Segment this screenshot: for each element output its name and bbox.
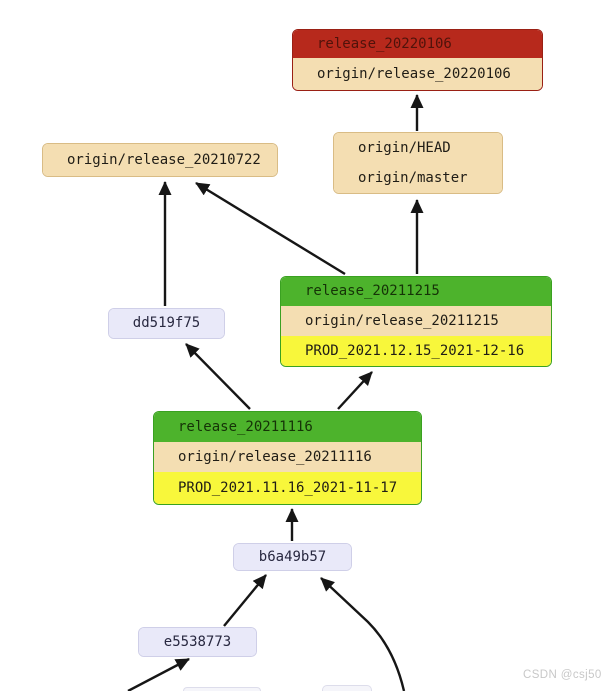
- partial-commit-node-1[interactable]: [183, 687, 261, 691]
- commit-hash-label[interactable]: e5538773: [139, 628, 256, 656]
- edge-arrow-offscreen-left-to-e5538773: [127, 657, 190, 691]
- node-origin-release-20210722[interactable]: origin/release_20210722: [42, 143, 278, 177]
- node-commit-dd519f75[interactable]: dd519f75: [108, 308, 225, 339]
- head-branch-ref-label[interactable]: release_20220106: [293, 30, 542, 58]
- partial-commit-node-2[interactable]: [322, 685, 372, 691]
- edge-arrow-release-20211215-to-origin-release-20210722: [195, 181, 346, 276]
- remote-ref-label[interactable]: origin/release_20211215: [281, 306, 551, 336]
- branch-ref-label[interactable]: release_20211116: [154, 412, 421, 442]
- tag-ref-label[interactable]: PROD_2021.11.16_2021-11-17: [154, 472, 421, 504]
- edge-arrow-e5538773-to-b6a49b57: [223, 574, 267, 627]
- watermark-text: CSDN @csj50: [523, 669, 601, 681]
- edge-arrow-release-20211116-to-dd519f75: [185, 343, 251, 410]
- remote-ref-label[interactable]: origin/release_20210722: [43, 144, 277, 176]
- edge-arrow-offscreen-right-to-b6a49b57: [320, 577, 406, 691]
- node-commit-b6a49b57[interactable]: b6a49b57: [233, 543, 352, 571]
- remote-ref-label[interactable]: origin/master: [334, 163, 502, 193]
- commit-hash-label[interactable]: dd519f75: [109, 309, 224, 338]
- commit-hash-label[interactable]: b6a49b57: [234, 544, 351, 570]
- remote-ref-label[interactable]: origin/HEAD: [334, 133, 502, 163]
- branch-ref-label[interactable]: release_20211215: [281, 277, 551, 306]
- remote-ref-label[interactable]: origin/release_20211116: [154, 442, 421, 472]
- node-commit-e5538773[interactable]: e5538773: [138, 627, 257, 657]
- edge-arrow-release-20211116-to-release-20211215: [337, 371, 373, 410]
- remote-ref-label[interactable]: origin/release_20220106: [293, 58, 542, 90]
- tag-ref-label[interactable]: PROD_2021.12.15_2021-12-16: [281, 336, 551, 366]
